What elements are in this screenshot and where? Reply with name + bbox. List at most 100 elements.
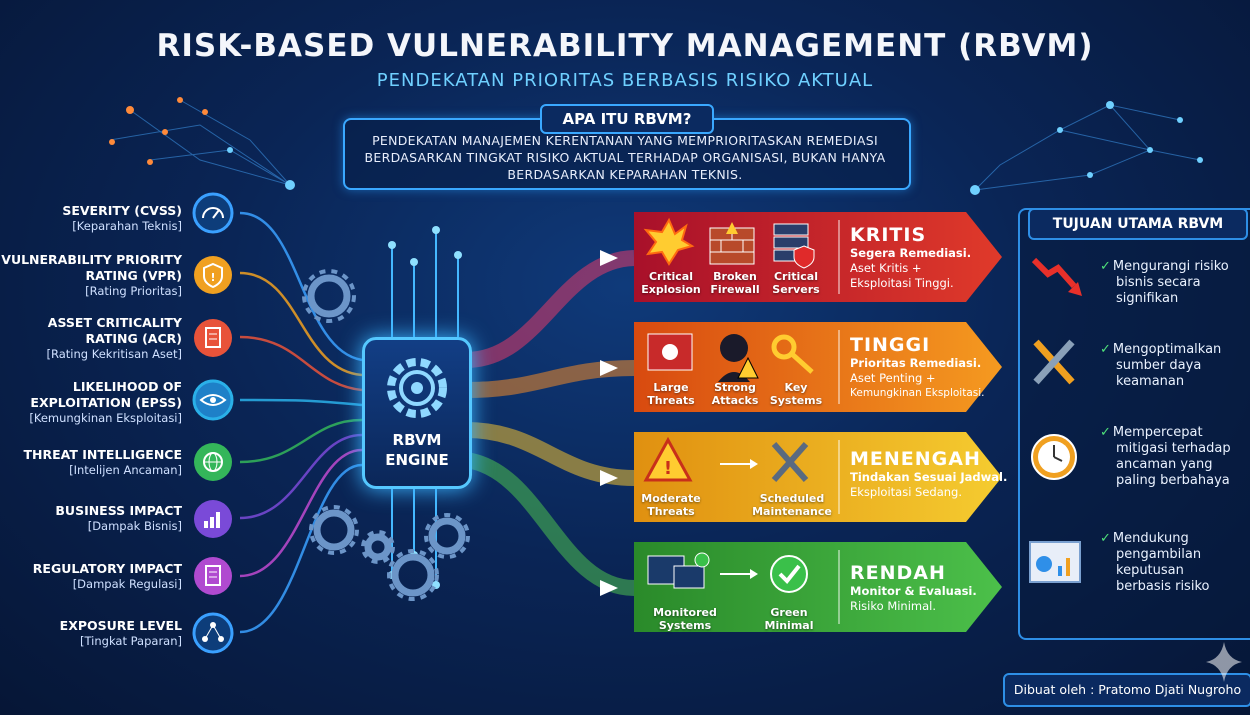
factor-exposure: EXPOSURE LEVEL [Tingkat Paparan]: [60, 618, 182, 649]
tier-name: KRITIS: [850, 224, 927, 246]
tier-desc: Eksploitasi Sedang.: [850, 485, 963, 499]
factor-name: THREAT INTELLIGENCE: [23, 447, 182, 462]
warning-icon: !: [643, 436, 693, 482]
factor-sub: [Keparahan Teknis]: [72, 219, 182, 233]
goal-line: berbasis risiko: [1116, 579, 1210, 594]
engine-label-line: RBVM: [392, 431, 442, 449]
factor-epss: LIKELIHOOD OF EXPLOITATION (EPSS) [Kemun…: [29, 379, 182, 426]
shield-icon: !: [194, 256, 232, 294]
goal-item: ✓Mendukung pengambilan keputusan berbasi…: [1100, 531, 1240, 595]
tier-desc: Aset Penting +: [850, 371, 936, 385]
tier-name: MENENGAH: [850, 448, 981, 470]
tier-desc: Risiko Minimal.: [850, 599, 937, 613]
tier-desc: Segera Remediasi.: [850, 246, 972, 260]
warning-screen-icon: [647, 333, 693, 371]
icon-label-line: Monitored: [653, 606, 717, 619]
tier-desc: Eksploitasi Tinggi.: [850, 276, 954, 290]
factor-name: EXPLOITATION (EPSS): [30, 395, 182, 410]
tier-name: RENDAH: [850, 562, 946, 584]
clock-icon: [1031, 434, 1077, 480]
factor-severity: SEVERITY (CVSS) [Keparahan Teknis]: [62, 203, 182, 234]
goal-line: ✓Mempercepat: [1100, 425, 1203, 440]
icon-label-line: Critical: [648, 270, 693, 283]
credit-footer: Dibuat oleh : Pratomo Djati Nugroho: [1003, 673, 1250, 707]
icon-label-line: Systems: [769, 394, 823, 407]
factor-sub: [Rating Kekritisan Aset]: [46, 347, 182, 361]
icon-label-line: Moderate: [641, 492, 701, 505]
eye-icon: [192, 379, 234, 421]
page-subtitle: PENDEKATAN PRIORITAS BERBASIS RISIKO AKT…: [376, 70, 874, 91]
goal-line: sumber daya: [1116, 358, 1202, 373]
goal-line: ancaman yang: [1116, 457, 1213, 472]
factor-vpr: VULNERABILITY PRIORITY RATING (VPR) [Rat…: [1, 252, 182, 299]
factor-sub: [Dampak Bisnis]: [87, 519, 182, 533]
goal-line: ✓Mengurangi risiko: [1100, 259, 1229, 274]
tier-rendah: RENDAH Monitor & Evaluasi. Risiko Minima…: [850, 562, 977, 614]
factor-name: VULNERABILITY PRIORITY: [1, 252, 182, 267]
tier-desc: Aset Kritis +: [850, 261, 922, 275]
tier-desc: Monitor & Evaluasi.: [850, 584, 977, 598]
tier-tinggi: TINGGI Prioritas Remediasi. Aset Penting…: [850, 334, 985, 401]
icon-label-line: Large: [653, 381, 689, 394]
icon-label-line: Key: [784, 381, 808, 394]
factor-business-impact: BUSINESS IMPACT [Dampak Bisnis]: [55, 503, 182, 534]
goals-heading: TUJUAN UTAMA RBVM: [1028, 208, 1248, 240]
chart-icon: [194, 500, 232, 538]
factor-name: REGULATORY IMPACT: [32, 561, 182, 576]
factor-acr: ASSET CRITICALITY RATING (ACR) [Rating K…: [47, 315, 182, 362]
factor-threat-intel: THREAT INTELLIGENCE [Intelijen Ancaman]: [24, 447, 182, 478]
goal-line: keamanan: [1116, 374, 1185, 389]
factor-sub: [Rating Prioritas]: [85, 284, 182, 298]
icon-label-line: Green: [770, 606, 808, 619]
page-title: RISK-BASED VULNERABILITY MANAGEMENT (RBV…: [156, 28, 1094, 64]
network-icon: [192, 612, 234, 654]
factor-name: SEVERITY (CVSS): [62, 203, 182, 218]
servers-icon: [773, 223, 815, 269]
tier-bands: !: [634, 212, 1002, 632]
icon-label-line: Explosion: [641, 283, 701, 296]
icon-label-line: Firewall: [710, 283, 760, 296]
tier-kritis: KRITIS Segera Remediasi. Aset Kritis + E…: [850, 224, 971, 291]
icon-label-line: Servers: [772, 283, 820, 296]
factor-sub: [Kemungkinan Eksploitasi]: [29, 411, 182, 425]
factor-name: ASSET CRITICALITY: [47, 315, 182, 330]
globe-icon: [194, 443, 232, 481]
key-icon: [771, 334, 814, 374]
trend-down-icon: [1031, 257, 1082, 296]
svg-text:!: !: [210, 271, 215, 284]
factor-name: RATING (ACR): [85, 331, 182, 346]
firewall-icon: [709, 222, 755, 265]
factor-sub: [Dampak Regulasi]: [72, 577, 182, 591]
goal-line: keputusan: [1116, 563, 1184, 578]
goal-icons: [1029, 257, 1082, 583]
icon-label-line: Attacks: [711, 394, 759, 407]
goal-line: ✓Mengoptimalkan: [1100, 342, 1222, 357]
tools-icon: [1033, 339, 1075, 385]
hacker-icon: [718, 334, 759, 382]
definition-line: BERDASARKAN TINGKAT RISIKO AKTUAL TERHAD…: [364, 150, 886, 165]
icon-label-line: Maintenance: [752, 505, 832, 518]
tier-band-menengah: [634, 432, 1002, 522]
explosion-icon: [643, 217, 695, 266]
goal-line: pengambilan: [1116, 547, 1202, 562]
tier-name: TINGGI: [850, 334, 931, 356]
svg-text:!: !: [664, 458, 672, 479]
goal-item: ✓Mengurangi risiko bisnis secara signifi…: [1100, 259, 1240, 307]
dashboard-icon: [1029, 541, 1081, 583]
engine-label-line: ENGINE: [385, 451, 449, 469]
document-icon: [194, 319, 232, 357]
factor-sub: [Intelijen Ancaman]: [69, 463, 182, 477]
clipboard-icon: [194, 557, 232, 595]
factor-regulatory-impact: REGULATORY IMPACT [Dampak Regulasi]: [33, 561, 182, 592]
icon-label-line: Minimal: [764, 619, 814, 632]
icon-label-line: Broken: [713, 270, 757, 283]
